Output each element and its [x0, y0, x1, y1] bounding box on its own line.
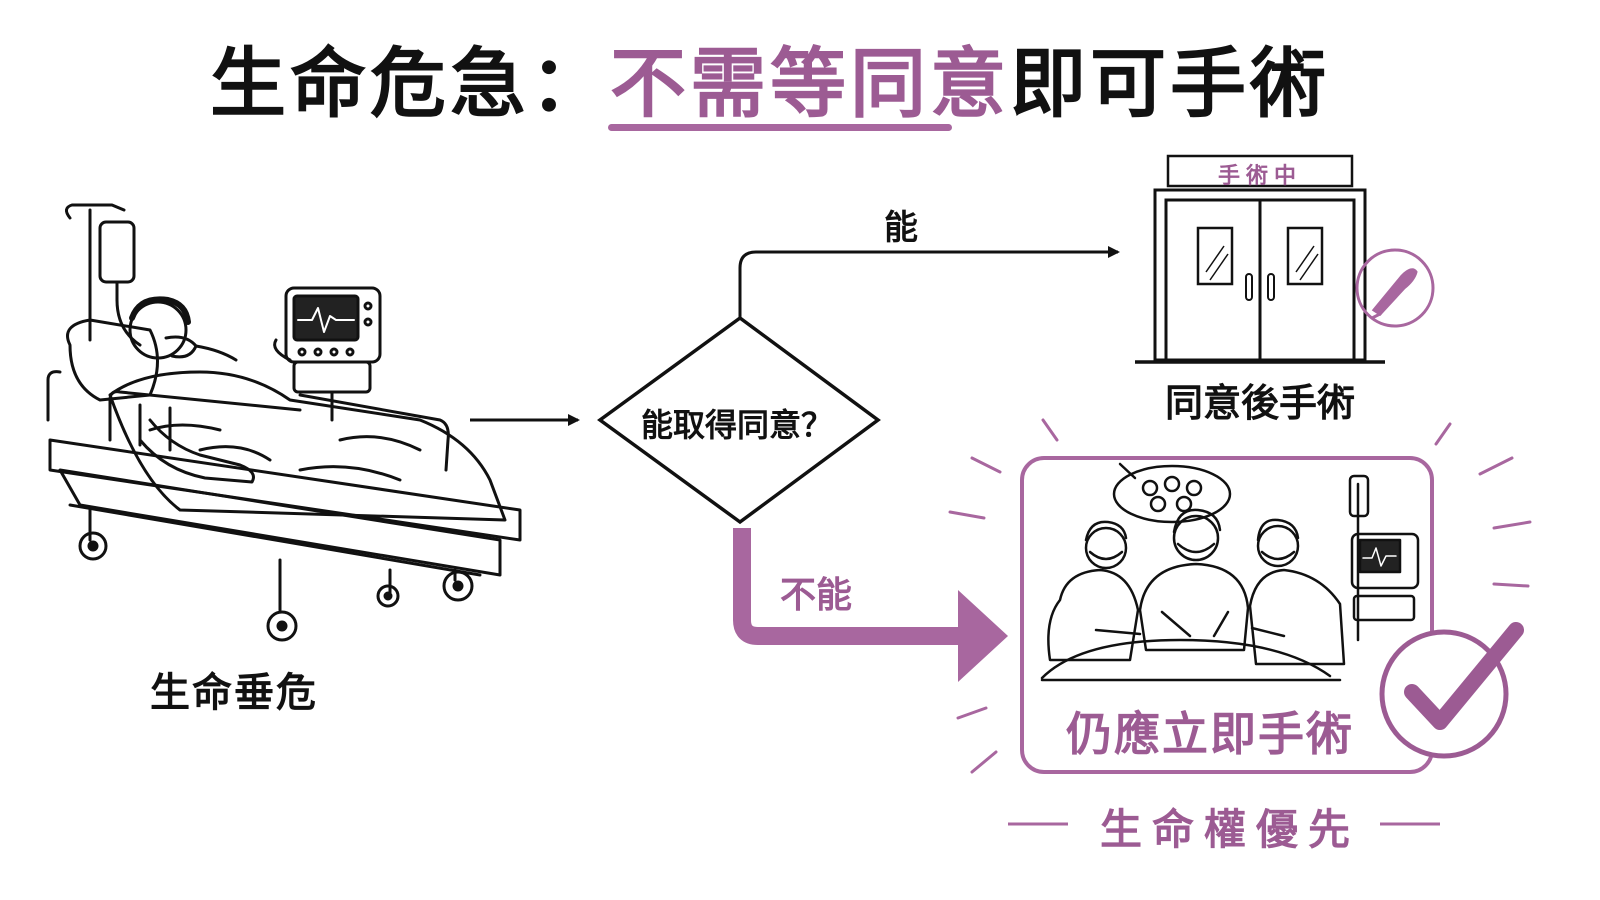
surgery-monitor [1348, 474, 1420, 642]
operating-room-doors [1135, 154, 1385, 364]
decision-question: 能取得同意？ [640, 406, 833, 444]
patient-label: 生命垂危 [150, 670, 318, 716]
surgeon-left [1047, 520, 1142, 662]
branch-yes-label: 能 [884, 208, 918, 248]
title-highlight: 不需等同意 [610, 39, 1010, 128]
title-part1: 生命危急： [210, 39, 610, 128]
scalpel-icon [1355, 248, 1435, 328]
page-title: 生命危急：不需等同意即可手術 [0, 22, 1540, 132]
consent-surgery-label: 同意後手術 [1164, 381, 1355, 425]
surgeon-right [1248, 518, 1346, 666]
surgery-scene-illustration [1040, 462, 1420, 682]
or-sign-text: 手術中 [1217, 164, 1302, 189]
emergency-surgery-label: 仍應立即手術 [1066, 707, 1354, 761]
branch-no-label: 不能 [780, 575, 853, 616]
heart-monitor-icon [273, 286, 382, 422]
or-sign-box [1166, 154, 1354, 188]
iv-stand [65, 203, 142, 347]
decision-diamond [597, 315, 881, 525]
title-underline [608, 124, 952, 131]
surgeon-center [1138, 508, 1250, 652]
surgical-lamp-icon [1112, 462, 1232, 524]
emergency-burst-lines [948, 418, 1532, 774]
patient-bed-illustration [46, 203, 522, 642]
title-part2: 即可手術 [1010, 39, 1330, 128]
arrow-no-branch [733, 528, 1008, 682]
right-to-life-priority: 生命權優先 [1099, 805, 1360, 854]
checkmark-icon [1379, 622, 1524, 759]
arrow-yes-branch [738, 246, 1120, 318]
